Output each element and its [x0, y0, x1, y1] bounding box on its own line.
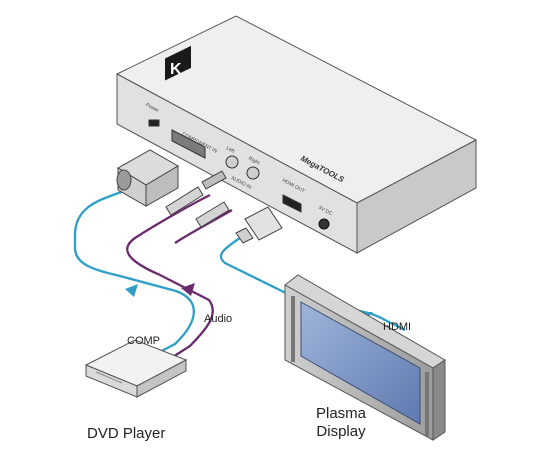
scaler-device: K MegaTOOLS: [115, 15, 478, 254]
dvd-player-label: DVD Player: [87, 425, 166, 442]
plasma-display-label: Plasma Display: [308, 405, 374, 441]
component-in-port: [171, 129, 206, 159]
audio-label: Audio: [204, 313, 233, 325]
component-arrow: [125, 284, 138, 297]
hdmi-out-port: [282, 194, 302, 213]
power-port: [148, 119, 160, 127]
brand-logo: K: [165, 45, 191, 81]
dvd-player: [84, 339, 188, 398]
hdmi-label: HDMI: [383, 321, 412, 333]
plasma-label-line2: Display: [316, 423, 366, 440]
audio-left-port: [225, 155, 239, 169]
rca-connectors: [165, 170, 230, 228]
hdmi-connector: [235, 206, 283, 244]
dc-port: [318, 218, 330, 230]
component-cable: [73, 189, 195, 359]
dsub-connector: [116, 149, 179, 207]
brand-mark-text: K: [170, 61, 182, 78]
plasma-label-line1: Plasma: [315, 405, 367, 422]
audio-right-port: [246, 166, 260, 180]
device-side: [356, 139, 477, 254]
audio-arrow: [181, 283, 195, 296]
comp-label: COMP: [127, 335, 160, 347]
plasma-screen: [300, 301, 421, 425]
plasma-display: [284, 274, 446, 441]
